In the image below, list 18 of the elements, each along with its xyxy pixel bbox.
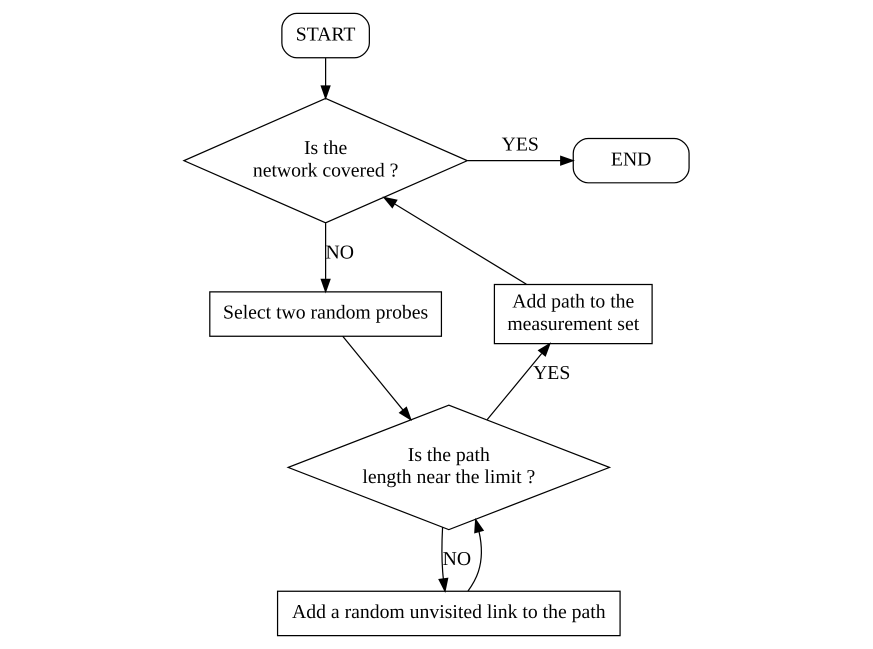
edge-label: YES — [502, 134, 539, 156]
arrow — [320, 223, 331, 294]
arrow — [468, 155, 575, 166]
node-diamond: Is the network covered ? — [182, 98, 469, 224]
node-box: START — [281, 12, 370, 58]
edge-label: NO — [326, 241, 354, 264]
edge-label: NO — [442, 548, 472, 570]
arrow — [486, 342, 552, 420]
node-box: END — [572, 138, 690, 184]
node-box: Add a random unvisited link to the path — [276, 590, 621, 636]
arrow — [438, 527, 448, 593]
arrow — [382, 196, 527, 285]
edge-label: YES — [533, 362, 570, 384]
arrow — [467, 518, 484, 592]
arrow — [320, 58, 331, 100]
arrow — [342, 336, 412, 422]
node-box: Select two random probes — [209, 291, 442, 337]
node-box: Add path to the measurement set — [494, 284, 653, 344]
